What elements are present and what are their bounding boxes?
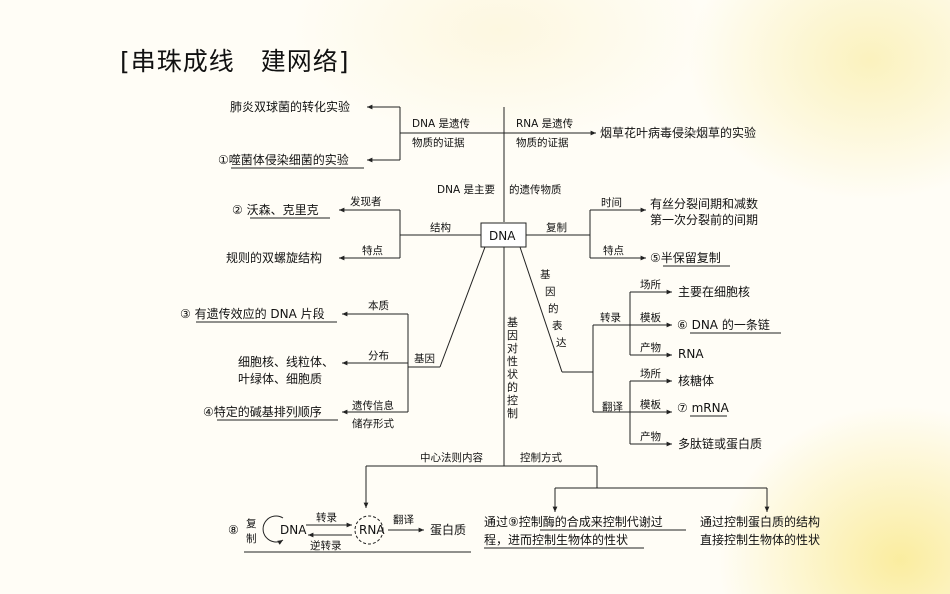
control-way-1a: 通过⑨控制酶的合成来控制代谢过 (484, 514, 663, 529)
tc-template-value: ⑥ DNA 的一条链 (677, 317, 770, 332)
replication-label: 复制 (546, 221, 567, 234)
control-branch: 基 因 对 性 状 的 控 制 中心法则内容 控制方式 通过⑨控制酶的合成来控制… (363, 247, 820, 549)
expression-char-3: 的 (548, 302, 559, 315)
replication-feature-value: ⑤半保留复制 (650, 251, 721, 265)
control-way-1b: 程，进而控制生物体的性状 (484, 532, 628, 547)
info-label-1: 遗传信息 (352, 399, 394, 412)
central-dogma-label: 中心法则内容 (420, 451, 483, 464)
dna-center-box (480, 222, 527, 248)
translation-label: 翻译 (602, 400, 623, 413)
distribution-value-1: 细胞核、线粒体、 (238, 354, 334, 369)
tc-site-value: 主要在细胞核 (678, 285, 750, 299)
control-char-4: 性 (507, 354, 518, 368)
expression-branch: 基 因 的 表 达 转录 翻译 场所 模板 产物 主要在细胞核 ⑥ DNA 的一… (519, 246, 781, 451)
time-value-2: 第一次分裂前的间期 (650, 212, 758, 227)
structure-feature-label: 特点 (362, 245, 383, 257)
dogma-replication-1: 复 (246, 517, 257, 530)
dogma-number: ⑧ (228, 523, 239, 537)
tl-product-value: 多肽链或蛋白质 (678, 436, 762, 451)
essence-label: 本质 (368, 299, 389, 312)
time-label: 时间 (601, 196, 622, 209)
tl-site-label: 场所 (640, 367, 661, 380)
dogma-transcription: 转录 (316, 511, 337, 524)
control-way-2a: 通过控制蛋白质的结构 (700, 514, 820, 529)
distribution-value-2: 叶绿体、细胞质 (238, 371, 322, 386)
structure-feature-value: 规则的双螺旋结构 (226, 250, 322, 265)
tl-template-label: 模板 (640, 398, 661, 411)
dogma-replication-2: 制 (246, 532, 257, 545)
experiment-tmv: 烟草花叶病毒侵染烟草的实验 (600, 125, 756, 140)
control-char-6: 的 (507, 380, 518, 394)
tl-template-value: ⑦ mRNA (677, 401, 730, 415)
gene-label: 基因 (414, 352, 435, 365)
expression-char-5: 达 (556, 337, 567, 349)
tl-site-value: 核糖体 (678, 373, 714, 388)
main-genetic-material-b: 的遗传物质 (509, 183, 562, 196)
essence-value: ③ 有遗传效应的 DNA 片段 (180, 306, 325, 321)
central-dogma: ⑧ 复 制 DNA 转录 逆转录 RNA 翻译 蛋白质 (228, 511, 471, 553)
control-char-3: 对 (507, 341, 518, 355)
dogma-dna: DNA (280, 523, 307, 537)
info-label-2: 储存形式 (352, 417, 394, 430)
control-way-2b: 直接控制生物体的性状 (700, 532, 820, 547)
replication-feature-label: 特点 (603, 245, 624, 257)
control-char-1: 基 (507, 316, 518, 329)
control-char-7: 控 (507, 393, 518, 407)
rna-evidence-label-2: 物质的证据 (516, 136, 569, 149)
control-char-2: 因 (507, 329, 518, 342)
expression-char-4: 表 (552, 319, 563, 332)
dna-center-label: DNA (489, 229, 516, 243)
dogma-translation: 翻译 (393, 513, 414, 526)
tc-site-label: 场所 (640, 278, 661, 291)
dna-evidence-label: DNA 是遗传 (412, 117, 470, 130)
dogma-protein: 蛋白质 (430, 522, 466, 537)
transcription-label: 转录 (600, 311, 621, 324)
structure-branch: 结构 发现者 ② 沃森、克里克 特点 规则的双螺旋结构 (226, 195, 481, 265)
discoverer-label: 发现者 (350, 195, 382, 208)
evidence-branch: DNA 是遗传 物质的证据 RNA 是遗传 物质的证据 肺炎双球菌的转化实验 ①… (218, 99, 756, 222)
distribution-label: 分布 (368, 350, 389, 362)
gene-branch: 基因 本质 ③ 有遗传效应的 DNA 片段 分布 细胞核、线粒体、 叶绿体、细胞… (180, 246, 486, 430)
tl-product-label: 产物 (640, 430, 661, 443)
control-char-5: 状 (507, 367, 518, 381)
dogma-rna: RNA (359, 523, 385, 537)
expression-char-2: 因 (545, 286, 556, 298)
tc-template-label: 模板 (640, 311, 661, 324)
time-value-1: 有丝分裂间期和减数 (650, 196, 758, 211)
experiment-phage: ①噬菌体侵染细菌的实验 (218, 152, 349, 167)
page-title: [串珠成线 建网络] (120, 47, 350, 76)
tc-product-label: 产物 (640, 341, 661, 354)
control-mode-label: 控制方式 (520, 451, 562, 464)
discoverer-value: ② 沃森、克里克 (232, 202, 319, 217)
rna-evidence-label: RNA 是遗传 (516, 117, 573, 130)
experiment-pneumococcus: 肺炎双球菌的转化实验 (230, 99, 350, 114)
tc-product-value: RNA (678, 347, 704, 361)
replication-branch: 复制 时间 有丝分裂间期和减数 第一次分裂前的间期 特点 ⑤半保留复制 (526, 196, 758, 267)
main-genetic-material-a: DNA 是主要 (437, 184, 495, 196)
structure-label: 结构 (430, 221, 451, 234)
dna-evidence-label-2: 物质的证据 (412, 136, 465, 149)
expression-char-1: 基 (540, 268, 551, 281)
info-value: ④特定的碱基排列顺序 (203, 404, 322, 419)
dogma-reverse: 逆转录 (310, 539, 342, 552)
control-char-8: 制 (507, 407, 518, 420)
